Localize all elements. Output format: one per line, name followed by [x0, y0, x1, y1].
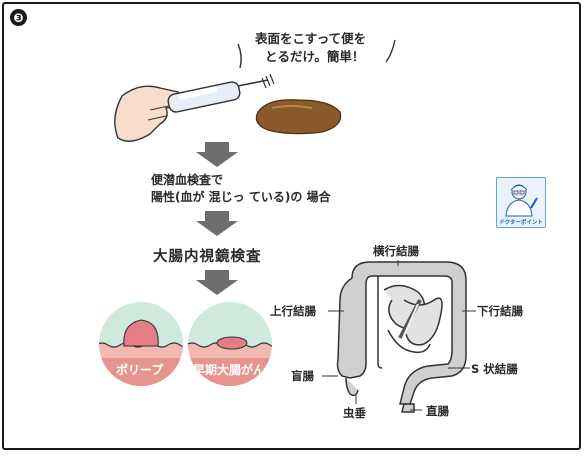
speech-text: 表面をこすって便を とるだけ。簡単！: [255, 30, 366, 66]
colonoscopy-title: 大腸内視鏡検査: [153, 249, 262, 265]
rectum-label: 直腸: [426, 404, 449, 418]
sampling-stick-icon: [167, 73, 275, 113]
appendix-label: 虫垂: [343, 406, 366, 420]
large-intestine-diagram: [336, 261, 467, 413]
polyp-label: ポリープ: [116, 363, 164, 377]
doctor-icon: [505, 184, 538, 217]
stool-test-text-line-2: 陽性(血が 混じっ ている)の 場合: [151, 190, 331, 204]
label-leader-lines: [322, 260, 476, 411]
arrow-down-icon: [196, 211, 238, 236]
stool-sample: [255, 99, 342, 135]
stool-test-text-line-1: 便潜血検査で: [151, 173, 224, 187]
speech-accent-strokes: [237, 39, 396, 69]
speech-line-1: 表面をこすって便を: [255, 31, 367, 46]
speech-line-2: とるだけ。簡単！: [265, 49, 365, 64]
early-cancer-label: 早期大腸がん: [193, 363, 266, 377]
descending-colon-label: 下行結腸: [477, 304, 523, 318]
transverse-colon-label: 横行結腸: [373, 244, 419, 258]
panel-number: ❸: [10, 9, 27, 26]
arrow-down-icon: [196, 142, 238, 167]
arrow-down-icon: [196, 270, 238, 295]
badge-caption: ドクターポイント: [499, 220, 543, 226]
ascending-colon-label: 上行結腸: [270, 304, 316, 318]
doctor-point-badge: ドクターポイント: [496, 177, 546, 228]
early-cancer-diagram: [188, 302, 272, 386]
cecum-label: 盲腸: [291, 369, 314, 383]
panel-frame: [2, 2, 581, 450]
polyp-diagram: [99, 302, 183, 386]
sigmoid-colon-label: S 状結腸: [471, 362, 518, 376]
